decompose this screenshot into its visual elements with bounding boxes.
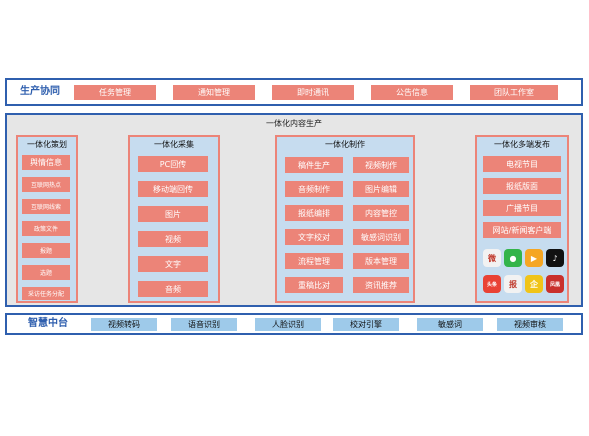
publishing-column: 一体化多端发布 电视节目 报纸版面 广播节目 网站/新闻客户端 微●▶♪ 头条报企… — [475, 135, 569, 303]
penguin-icon[interactable]: 企 — [525, 275, 543, 293]
planning-item[interactable]: 政策文件 — [22, 221, 70, 236]
task-management-button[interactable]: 任务管理 — [74, 85, 156, 100]
planning-item[interactable]: 互联网热点 — [22, 177, 70, 192]
planning-title: 一体化策划 — [27, 140, 67, 149]
collection-item[interactable]: 视频 — [138, 231, 208, 247]
production-item[interactable]: 内容管控 — [353, 205, 409, 221]
production-item[interactable]: 流程管理 — [285, 253, 343, 269]
proofreading-engine-button[interactable]: 校对引擎 — [333, 318, 399, 331]
content-production-panel: 一体化内容生产 一体化策划 舆情信息 互联网热点 互联网线索 政策文件 报题 选… — [5, 113, 583, 307]
publishing-item[interactable]: 电视节目 — [483, 156, 561, 172]
planning-item[interactable]: 选题 — [22, 265, 70, 280]
production-item[interactable]: 音频制作 — [285, 181, 343, 197]
instant-messaging-button[interactable]: 即时通讯 — [272, 85, 354, 100]
collection-item[interactable]: 移动端回传 — [138, 181, 208, 197]
video-transcode-button[interactable]: 视频转码 — [91, 318, 157, 331]
face-recognition-button[interactable]: 人脸识别 — [255, 318, 321, 331]
planning-item[interactable]: 互联网线索 — [22, 199, 70, 214]
video-review-button[interactable]: 视频审核 — [497, 318, 563, 331]
collection-column: 一体化采集 PC回传 移动端回传 图片 视频 文字 音频 — [128, 135, 220, 303]
speech-recognition-button[interactable]: 语音识别 — [171, 318, 237, 331]
production-item[interactable]: 重稿比对 — [285, 277, 343, 293]
production-collaboration-bar: 生产协同 任务管理 通知管理 即时通讯 公告信息 团队工作室 — [5, 78, 583, 106]
production-item[interactable]: 视频制作 — [353, 157, 409, 173]
production-item[interactable]: 图片编辑 — [353, 181, 409, 197]
planning-column: 一体化策划 舆情信息 互联网热点 互联网线索 政策文件 报题 选题 采访任务分配 — [16, 135, 78, 303]
collection-title: 一体化采集 — [154, 140, 194, 149]
production-collaboration-title: 生产协同 — [20, 86, 60, 97]
production-item[interactable]: 版本管理 — [353, 253, 409, 269]
publishing-item[interactable]: 网站/新闻客户端 — [483, 222, 561, 238]
publishing-item[interactable]: 报纸版面 — [483, 178, 561, 194]
collection-item[interactable]: 图片 — [138, 206, 208, 222]
content-production-title: 一体化内容生产 — [266, 119, 322, 128]
production-item[interactable]: 资讯推荐 — [353, 277, 409, 293]
production-item[interactable]: 敏感词识别 — [353, 229, 409, 245]
production-item[interactable]: 报纸编排 — [285, 205, 343, 221]
fenghuang-icon[interactable]: 凤凰 — [546, 275, 564, 293]
publishing-title: 一体化多端发布 — [494, 140, 550, 149]
production-title: 一体化制作 — [325, 140, 365, 149]
announcement-button[interactable]: 公告信息 — [371, 85, 453, 100]
planning-item[interactable]: 舆情信息 — [22, 155, 70, 170]
team-studio-button[interactable]: 团队工作室 — [470, 85, 558, 100]
publishing-item[interactable]: 广播节目 — [483, 200, 561, 216]
xigua-icon[interactable]: ▶ — [525, 249, 543, 267]
douyin-icon[interactable]: ♪ — [546, 249, 564, 267]
planning-item[interactable]: 报题 — [22, 243, 70, 258]
newspaper-icon[interactable]: 报 — [504, 275, 522, 293]
sensitive-words-button[interactable]: 敏感词 — [417, 318, 483, 331]
production-column: 一体化制作 稿件生产 音频制作 报纸编排 文字校对 流程管理 重稿比对 视频制作… — [275, 135, 415, 303]
notice-management-button[interactable]: 通知管理 — [173, 85, 255, 100]
collection-item[interactable]: PC回传 — [138, 156, 208, 172]
platform-icon-grid: 微●▶♪ 头条报企凤凰 — [483, 249, 564, 299]
planning-item[interactable]: 采访任务分配 — [22, 287, 70, 300]
production-item[interactable]: 文字校对 — [285, 229, 343, 245]
toutiao-icon[interactable]: 头条 — [483, 275, 501, 293]
weibo-icon[interactable]: 微 — [483, 249, 501, 267]
smart-middle-platform-bar: 智慧中台 视频转码 语音识别 人脸识别 校对引擎 敏感词 视频审核 — [5, 313, 583, 335]
collection-item[interactable]: 文字 — [138, 256, 208, 272]
collection-item[interactable]: 音频 — [138, 281, 208, 297]
wechat-icon[interactable]: ● — [504, 249, 522, 267]
smart-middle-platform-title: 智慧中台 — [28, 318, 68, 329]
production-item[interactable]: 稿件生产 — [285, 157, 343, 173]
